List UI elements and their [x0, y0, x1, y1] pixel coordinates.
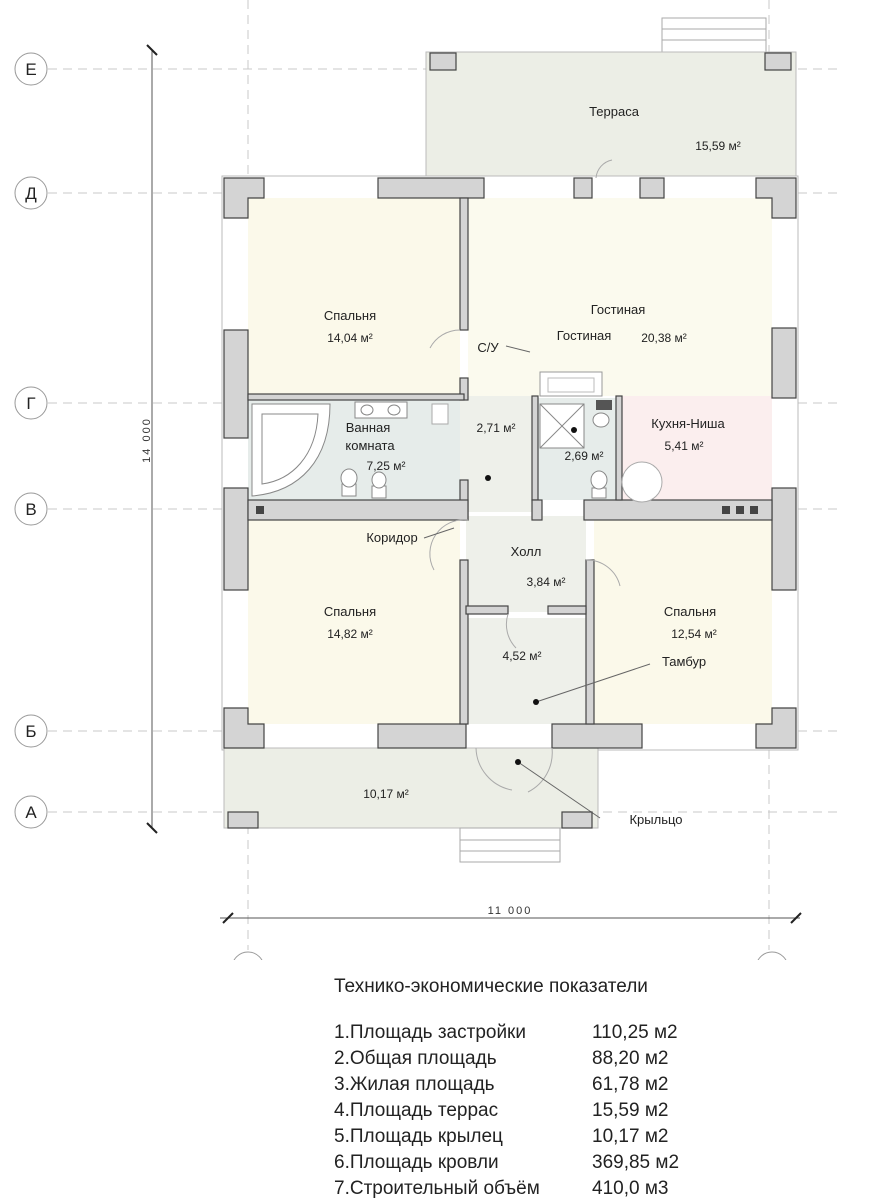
shower — [539, 403, 585, 449]
bedroom-left-area: 14,82 м² — [327, 627, 373, 641]
leaders — [423, 345, 651, 819]
axis-d: Д — [25, 184, 37, 203]
bedroom-left-floor — [248, 518, 460, 724]
bathroom-name-1: Ванная — [346, 420, 391, 435]
porch-column — [227, 811, 259, 829]
axis-v: В — [25, 500, 36, 519]
indicator-label: 7.Строительный объём — [334, 1178, 540, 1199]
indicator-label: 5.Площадь крылец — [334, 1126, 503, 1147]
living-name-2: Гостиная — [557, 328, 612, 343]
bedroom-top-area: 14,04 м² — [327, 331, 373, 345]
porch-stairs — [459, 827, 561, 863]
corridor-area: 2,71 м² — [477, 421, 516, 435]
indicator-row: 2.Общая площадь 88,20 м2 — [334, 1046, 754, 1072]
sinks — [354, 401, 408, 419]
hall-area: 3,84 м² — [527, 575, 566, 589]
bedroom-right-name: Спальня — [664, 604, 716, 619]
indicator-value: 10,17 м2 — [592, 1126, 669, 1147]
indicator-label: 2.Общая площадь — [334, 1048, 497, 1069]
terrace-floor — [425, 51, 797, 181]
terrace-column — [429, 52, 457, 71]
bedroom-left-name: Спальня — [324, 604, 376, 619]
bathtub — [251, 403, 331, 497]
indicator-row: 7.Строительный объём 410,0 м3 — [334, 1176, 754, 1202]
terrace-name: Терраса — [589, 104, 640, 119]
terrace-column — [764, 52, 792, 71]
indicator-row: 4.Площадь террас 15,59 м2 — [334, 1098, 754, 1124]
indicator-label: 3.Жилая площадь — [334, 1074, 495, 1095]
vestibule-area: 4,52 м² — [503, 649, 542, 663]
door-swings — [429, 159, 621, 793]
walls — [223, 177, 797, 749]
bathroom-name-2: комната — [345, 438, 395, 453]
corridor-floor — [460, 396, 532, 512]
kitchen-name: Кухня-Ниша — [651, 416, 725, 431]
porch-floor — [223, 747, 599, 829]
indicator-value: 410,0 м3 — [592, 1178, 669, 1199]
dimension-horizontal-text: 11 000 — [488, 905, 533, 917]
indicator-value: 369,85 м2 — [592, 1152, 680, 1173]
porch-column — [561, 811, 593, 829]
dimension-vertical-text: 14 000 — [141, 417, 153, 463]
marker-dots — [485, 427, 577, 765]
hall-name: Холл — [511, 544, 542, 559]
terrace-area: 15,59 м² — [695, 139, 741, 153]
kitchen-table — [621, 461, 663, 503]
bedroom-right-floor — [594, 518, 772, 724]
toilet-wc — [590, 412, 610, 499]
living-floor — [468, 198, 772, 396]
hall-floor — [466, 516, 586, 612]
porch-name: Крыльцо — [629, 812, 682, 827]
indicator-value: 88,20 м2 — [592, 1048, 669, 1069]
bedroom-top-name: Спальня — [324, 308, 376, 323]
bedroom-top-floor — [248, 198, 460, 394]
axis-g: Г — [26, 394, 35, 413]
axis-e: Е — [25, 60, 36, 79]
axis-1: 1 — [243, 959, 252, 960]
living-area: 20,38 м² — [641, 331, 687, 345]
kitchen-area: 5,41 м² — [665, 439, 704, 453]
wc-heater — [596, 400, 612, 410]
room-labels: Терраса 15,59 м² Спальня 14,04 м² Гостин… — [324, 104, 741, 827]
stove — [256, 506, 758, 514]
indicator-value: 110,25 м2 — [592, 1022, 678, 1043]
bathroom-area: 7,25 м² — [367, 459, 406, 473]
axis-bubbles: Е Д Г В Б А 1 2 — [14, 52, 787, 960]
vestibule-floor — [466, 618, 586, 724]
shelf — [431, 403, 449, 425]
indicator-row: 3.Жилая площадь 61,78 м2 — [334, 1072, 754, 1098]
indicator-label: 4.Площадь террас — [334, 1100, 499, 1121]
indicator-row: 5.Площадь крылец 10,17 м2 — [334, 1124, 754, 1150]
corridor-label: Коридор — [366, 530, 417, 545]
wc-area: 2,69 м² — [565, 449, 604, 463]
indicator-row: 6.Площадь кровли 369,85 м2 — [334, 1150, 754, 1176]
axis-a: А — [25, 803, 37, 822]
axis-2: 2 — [767, 959, 776, 960]
indicator-label: 6.Площадь кровли — [334, 1152, 499, 1173]
indicator-label: 1.Площадь застройки — [334, 1022, 526, 1043]
technical-indicators: Технико-экономические показатели 1.Площа… — [334, 976, 754, 1202]
toilet-bath — [340, 468, 387, 499]
bedroom-right-area: 12,54 м² — [671, 627, 717, 641]
vertical-dimension: 14 000 — [141, 44, 158, 834]
living-name: Гостиная — [591, 302, 646, 317]
indicator-value: 15,59 м2 — [592, 1100, 669, 1121]
horizontal-dimension: 11 000 — [220, 905, 802, 924]
indicator-row: 1.Площадь застройки 110,25 м2 — [334, 1020, 754, 1046]
floor-plan: 14 000 11 000 Е Д Г В Б А 1 2 — [14, 0, 840, 960]
terrace-stairs — [661, 17, 767, 53]
wc-label: С/У — [477, 340, 499, 355]
indicator-value: 61,78 м2 — [592, 1074, 669, 1095]
porch-area: 10,17 м² — [363, 787, 409, 801]
axis-b: Б — [25, 722, 36, 741]
technical-indicators-title: Технико-экономические показатели — [334, 976, 648, 997]
vestibule-name: Тамбур — [662, 654, 706, 669]
